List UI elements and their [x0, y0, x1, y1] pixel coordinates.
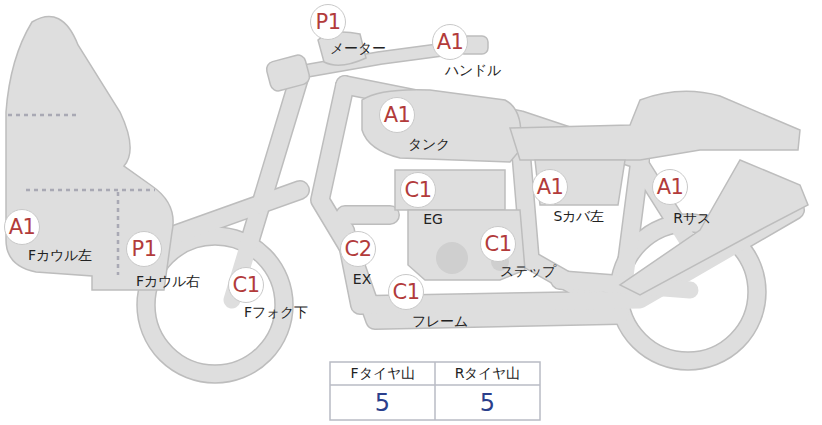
table-cell: 5 [330, 385, 435, 420]
callout-circle: P1 [126, 231, 162, 267]
part-name: タンク [408, 137, 450, 152]
callout-code: C2 [344, 239, 371, 260]
callout-circle: C1 [228, 267, 264, 303]
callout-code: C1 [232, 275, 259, 296]
part-name: Rサス [673, 211, 711, 226]
table-header: Fタイヤ山 [350, 365, 414, 383]
part-name: メーター [330, 41, 386, 56]
callout-circle: C2 [340, 231, 376, 267]
callout-circle: C1 [388, 274, 424, 310]
table-value: 5 [480, 389, 495, 417]
part-name: Fカウル右 [136, 274, 200, 289]
callout-circle: C1 [400, 172, 436, 208]
part-name: EX [353, 272, 371, 287]
part-name: ハンドル [445, 63, 501, 78]
part-name: Sカバ左 [554, 209, 605, 224]
callout-circle: A1 [652, 169, 688, 205]
part-name: フレーム [412, 314, 468, 329]
callout-circle: A1 [379, 97, 415, 133]
callout-circle: P1 [310, 4, 346, 40]
callout-circle: C1 [480, 226, 516, 262]
callout-code: A1 [437, 32, 464, 53]
table-cell: 5 [435, 385, 540, 420]
callout-circle: A1 [4, 209, 40, 245]
part-name: EG [423, 212, 443, 227]
callout-code: P1 [131, 239, 156, 260]
callout-code: C1 [484, 234, 511, 255]
callout-code: A1 [384, 105, 411, 126]
table-value: 5 [375, 389, 390, 417]
part-name: ステップ [500, 264, 556, 279]
table-header: Rタイヤ山 [455, 365, 521, 383]
part-name: Fフォク下 [244, 305, 308, 320]
part-name: Fカウル左 [28, 248, 92, 263]
callout-code: A1 [9, 217, 36, 238]
callout-code: C1 [392, 282, 419, 303]
callout-circle: A1 [432, 24, 468, 60]
callout-code: C1 [404, 180, 431, 201]
callout-code: A1 [657, 177, 684, 198]
callout-code: A1 [537, 177, 564, 198]
callout-circle: A1 [532, 169, 568, 205]
table-cell: Fタイヤ山 [330, 362, 435, 385]
callout-code: P1 [315, 12, 340, 33]
table-cell: Rタイヤ山 [435, 362, 540, 385]
